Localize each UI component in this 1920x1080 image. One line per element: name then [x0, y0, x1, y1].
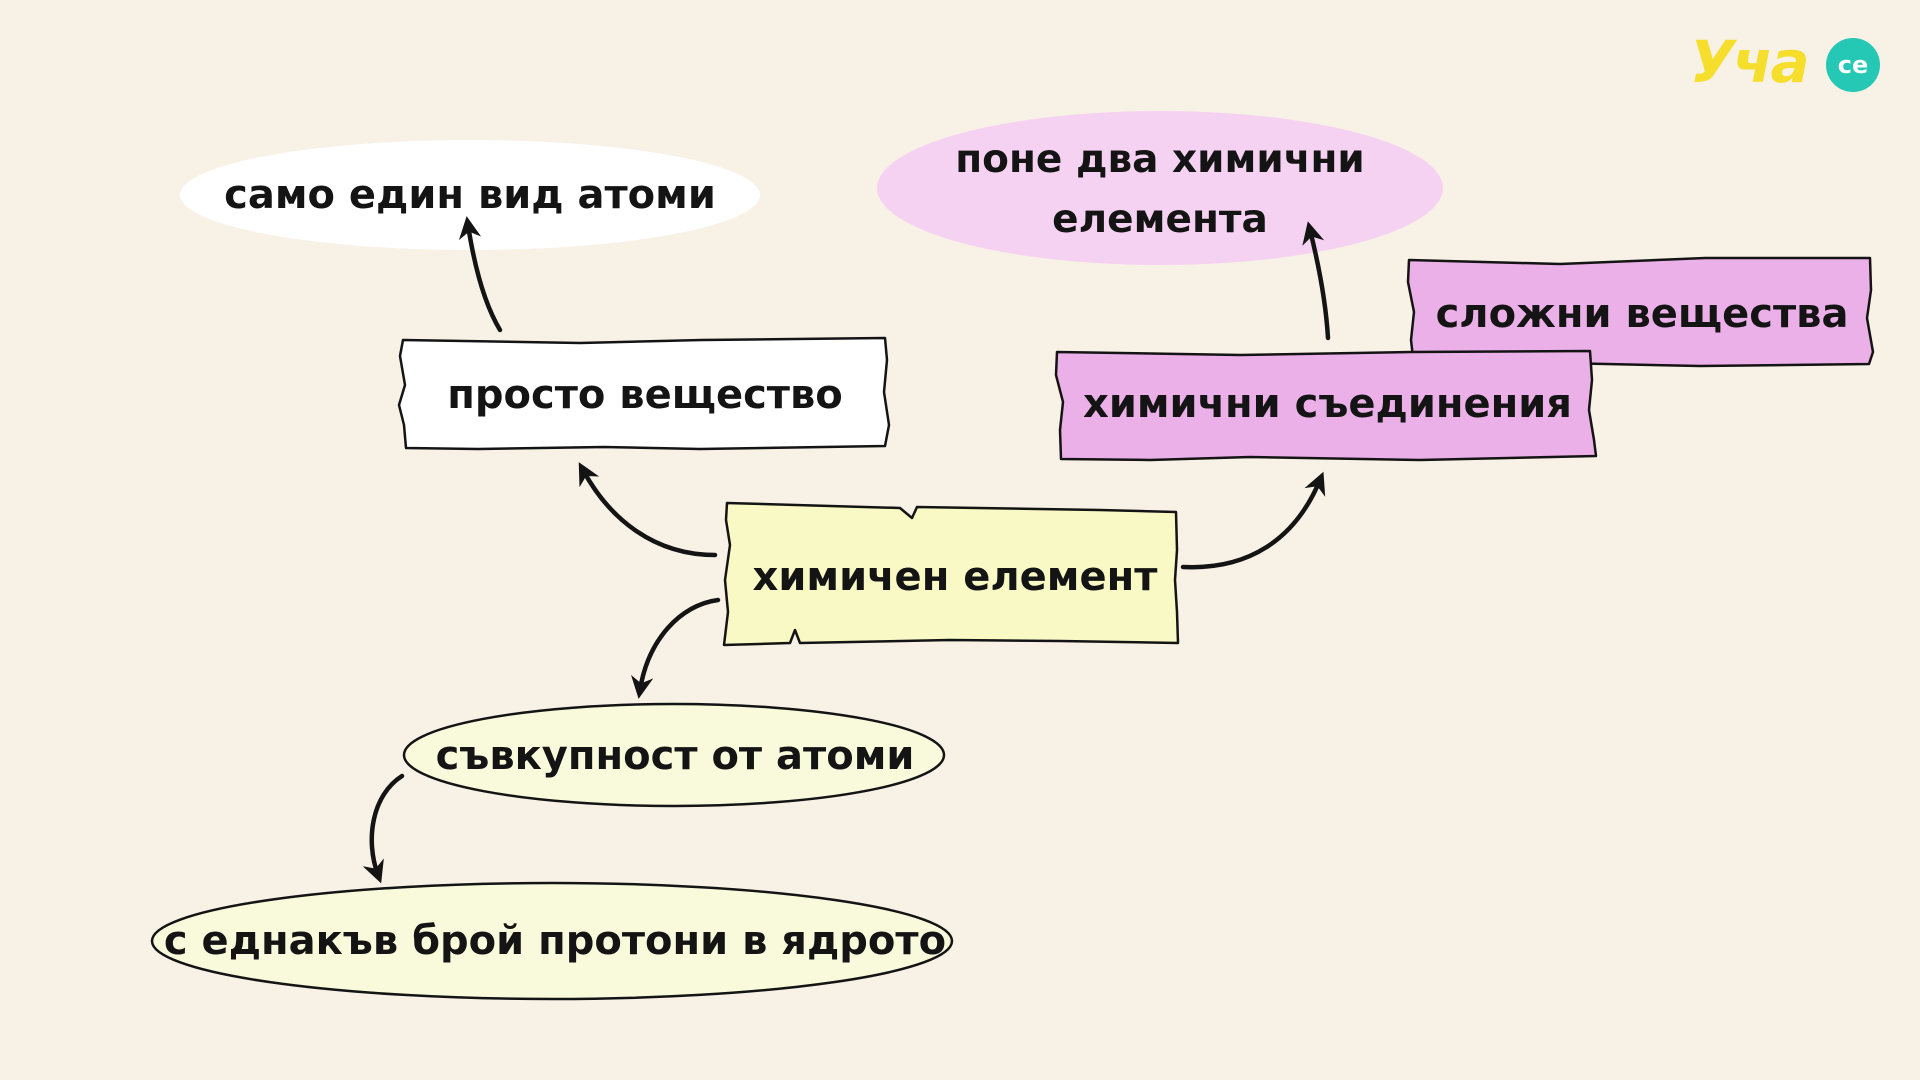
simple-definition-label: само един вид атоми — [224, 172, 716, 218]
arrow-to-simple-substance — [578, 462, 718, 558]
compound-definition-oval — [877, 111, 1443, 265]
proton-definition-oval — [150, 881, 954, 1001]
atom-collection-label: съвкупност от атоми — [435, 733, 915, 779]
simple-definition-oval — [180, 140, 760, 250]
arrow-to-compounds — [1180, 471, 1326, 570]
center-label: химичен елемент — [752, 554, 1158, 600]
arrow-to-compound-definition — [1302, 221, 1331, 341]
logo-badge: ce — [1826, 38, 1880, 92]
proton-definition-label: с еднакъв брой протони в ядрото — [163, 918, 947, 964]
simple-substance-label: просто вещество — [447, 372, 843, 418]
atom-collection-oval — [402, 702, 946, 808]
compound-definition-line1: поне два химични — [955, 136, 1365, 182]
simple-substance-box — [397, 336, 891, 451]
arrow-to-simple-definition — [458, 216, 503, 333]
arrow-to-atom-collection — [631, 597, 721, 699]
compounds-label: химични съединения — [1083, 381, 1572, 427]
complex-substances-box — [1406, 256, 1875, 368]
logo-text: Уча — [1690, 28, 1810, 96]
center-box — [722, 501, 1180, 647]
compound-definition-label: поне два химични елемента — [880, 125, 1440, 255]
complex-substances-label: сложни вещества — [1435, 291, 1849, 337]
ucha-se-logo[interactable]: Уча ce — [1690, 28, 1900, 108]
compound-definition-line2: елемента — [1052, 197, 1268, 242]
arrow-to-proton-definition — [362, 773, 405, 884]
compounds-box — [1054, 349, 1598, 462]
